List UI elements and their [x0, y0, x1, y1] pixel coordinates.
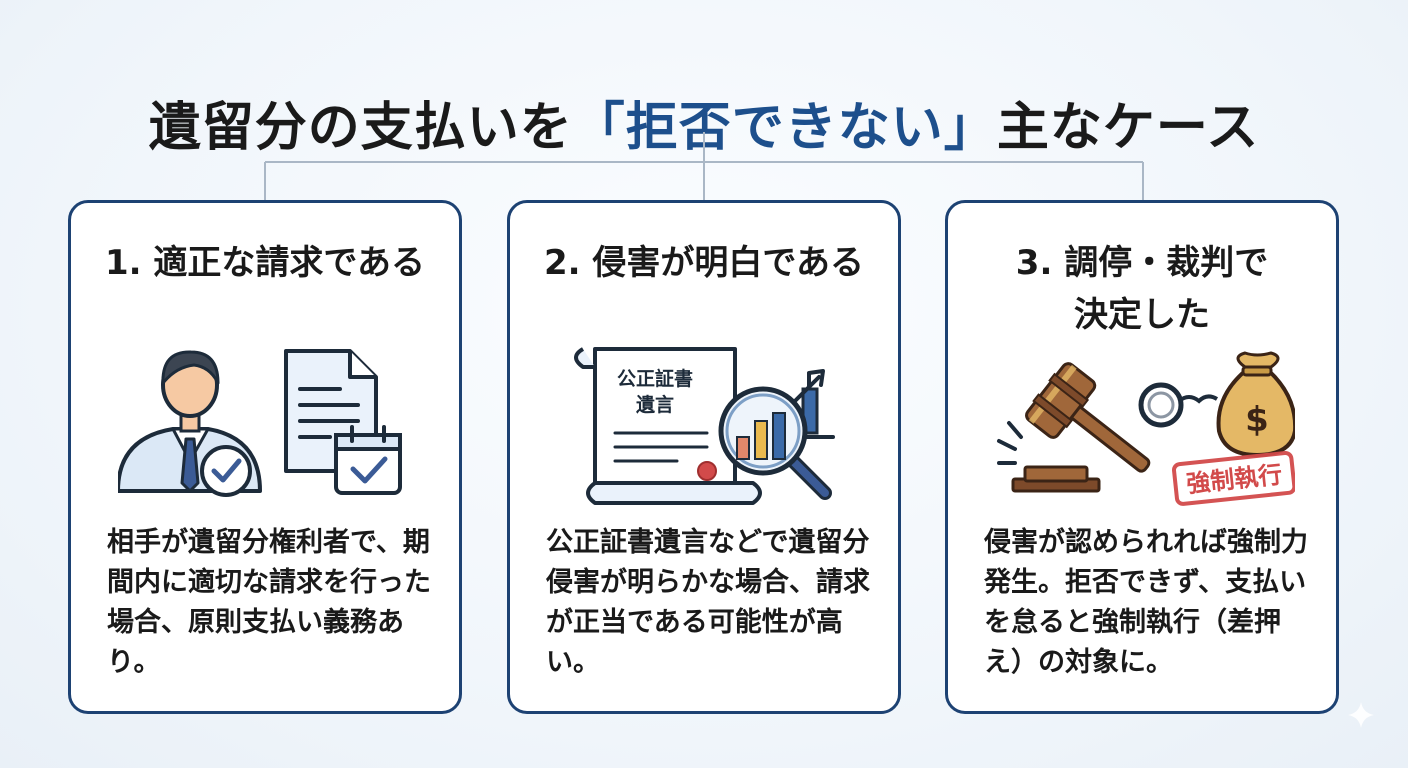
title-prefix: 遺留分の支払いを: [148, 97, 573, 158]
sparkle-icon: [1348, 702, 1374, 728]
page-title: 遺留分の支払いを「拒否できない」主なケース: [0, 85, 1408, 160]
case-card-title: 3. 調停・裁判で 決定した: [1015, 243, 1269, 335]
title-suffix: 主なケース: [996, 97, 1260, 158]
scroll-icon: 公正証書 遺言: [574, 347, 762, 505]
case-card-1: 1. 適正な請求である: [68, 200, 462, 714]
case-card-title: 2. 侵害が明白である: [543, 243, 865, 283]
document-label: 公正証書: [617, 367, 693, 390]
title-highlight: 「拒否できない」: [572, 97, 997, 158]
case-card-title: 1. 適正な請求である: [104, 243, 426, 283]
enforcement-stamp: 強制執行: [1172, 451, 1295, 506]
claimant-document-illustration: [118, 349, 402, 497]
handcuffs-icon: [1138, 382, 1219, 428]
case-card-2: 2. 侵害が明白である 公正証書 遺言: [507, 200, 901, 714]
calendar-icon: [334, 425, 402, 495]
case-card-description: 公正証書遺言などで遺留分侵害が明らかな場合、請求が正当である可能性が高い。: [546, 527, 870, 678]
case-card-3: 3. 調停・裁判で 決定した: [945, 200, 1339, 714]
check-badge-icon: [200, 445, 252, 497]
magnifier-icon: [718, 386, 832, 500]
connector-lines: [264, 132, 1144, 200]
court-enforcement-illustration: $ 強制執行: [997, 351, 1295, 506]
document-label: 遺言: [636, 393, 674, 416]
case-card-description: 侵害が認められれば強制力発生。拒否できず、支払いを怠ると強制執行（差押え）の対象…: [984, 527, 1308, 678]
money-bag-icon: $: [1216, 351, 1295, 457]
gavel-icon: [997, 362, 1151, 493]
dollar-icon: $: [1245, 400, 1269, 440]
case-card-description: 相手が遺留分権利者で、期間内に適切な請求を行った場合、原則支払い義務あり。: [107, 527, 431, 678]
will-analysis-illustration: 公正証書 遺言: [574, 347, 835, 505]
